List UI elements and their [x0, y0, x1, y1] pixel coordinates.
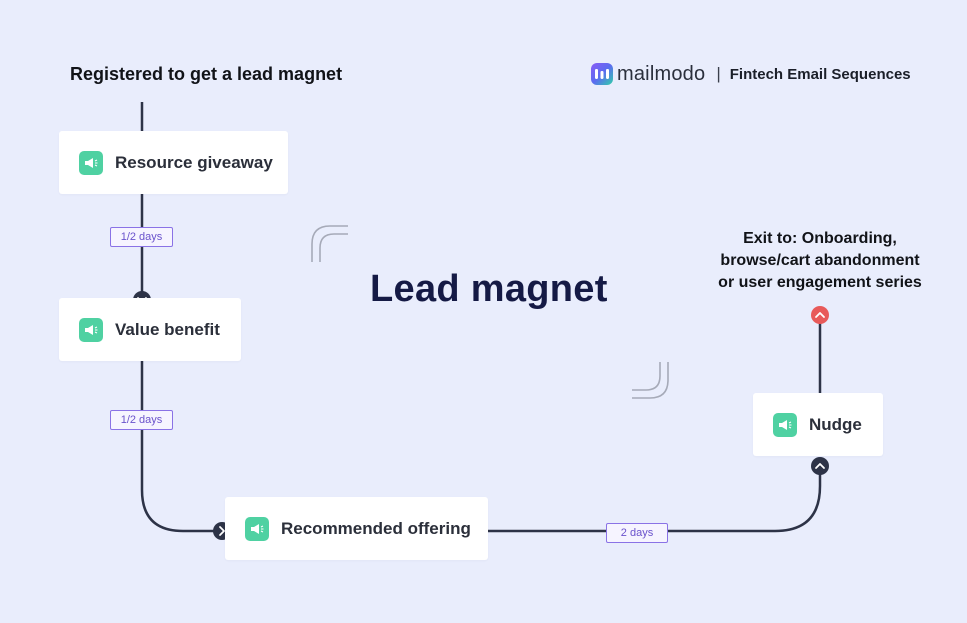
mailmodo-logo-icon	[591, 63, 613, 85]
step-nudge[interactable]: Nudge	[753, 393, 883, 456]
delay-badge-1: 1/2 days	[110, 227, 173, 247]
exit-line-2: browse/cart abandonment	[720, 252, 920, 269]
sequence-title: Fintech Email Sequences	[729, 65, 911, 83]
decor-bracket-bottom-right	[632, 362, 669, 399]
decor-bracket-top-left	[311, 225, 348, 262]
step-label: Value benefit	[115, 319, 220, 339]
exit-line-1: Exit to: Onboarding,	[743, 230, 897, 247]
step-label: Nudge	[809, 414, 862, 434]
delay-badge-2: 1/2 days	[110, 410, 173, 430]
megaphone-icon	[79, 150, 103, 175]
step-label: Recommended offering	[281, 518, 471, 538]
step-value-benefit[interactable]: Value benefit	[59, 298, 241, 361]
diagram-title: Lead magnet	[370, 268, 608, 310]
connector-value-to-recommended	[140, 361, 224, 533]
brand-header: mailmodo | Fintech Email Sequences	[591, 60, 911, 88]
megaphone-icon	[773, 412, 797, 437]
chevron-up-icon	[811, 457, 829, 475]
exit-line-3: or user engagement series	[718, 274, 922, 291]
megaphone-icon	[245, 516, 269, 541]
exit-chevron-up-icon	[811, 306, 829, 324]
exit-description: Exit to: Onboarding, browse/cart abandon…	[700, 228, 940, 294]
step-label: Resource giveaway	[115, 152, 273, 172]
brand-separator: |	[716, 64, 721, 83]
brand-name: mailmodo	[617, 62, 706, 85]
step-resource-giveaway[interactable]: Resource giveaway	[59, 131, 288, 194]
megaphone-icon	[79, 317, 103, 342]
connector-recommended-to-nudge	[488, 466, 822, 533]
trigger-label: Registered to get a lead magnet	[70, 64, 343, 84]
delay-badge-3: 2 days	[606, 523, 668, 543]
step-recommended-offering[interactable]: Recommended offering	[225, 497, 488, 560]
